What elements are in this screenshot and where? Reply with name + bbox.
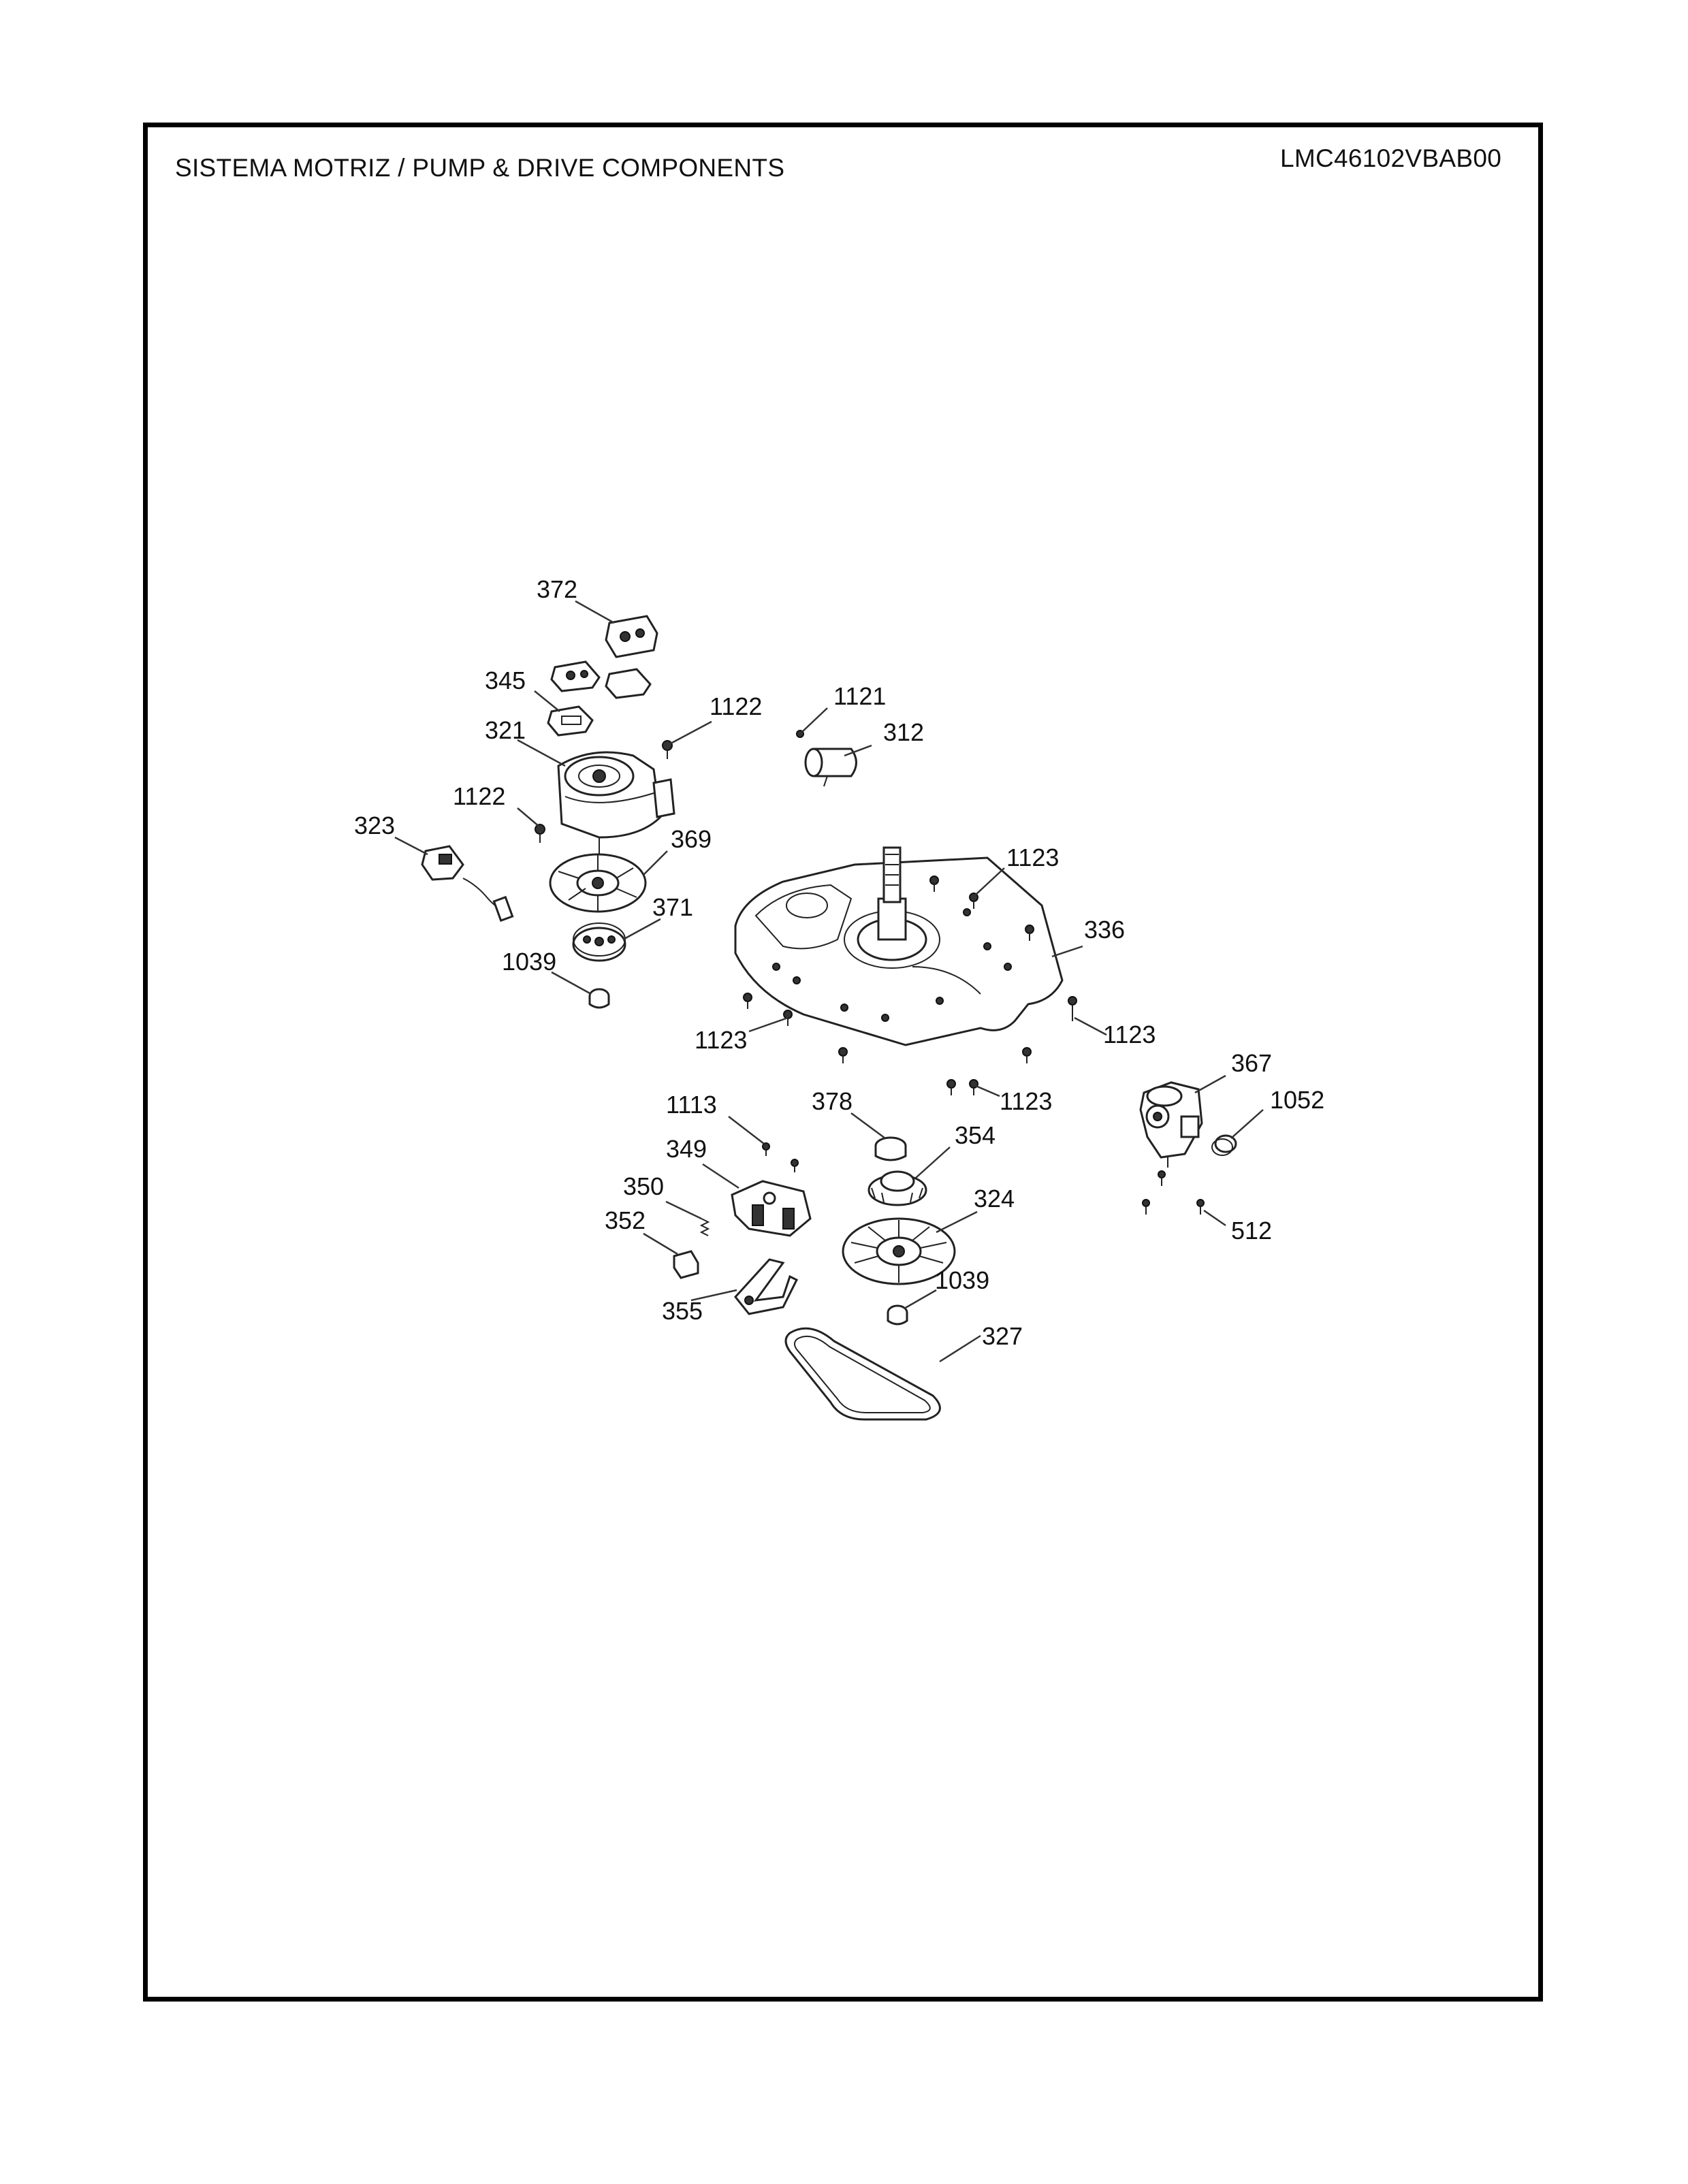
part-355-lever bbox=[734, 1258, 799, 1315]
callout-378: 378 bbox=[812, 1087, 853, 1115]
callout-367: 367 bbox=[1231, 1049, 1272, 1077]
callout-512: 512 bbox=[1231, 1217, 1272, 1244]
callout-1122-upper: 1122 bbox=[710, 692, 762, 720]
part-1052-clamp bbox=[1211, 1134, 1237, 1156]
callout-1039-lower: 1039 bbox=[935, 1266, 989, 1294]
part-354-coupling bbox=[867, 1170, 927, 1206]
part-367-pump bbox=[1139, 1081, 1203, 1168]
part-372-cover bbox=[605, 615, 658, 658]
callout-1122-lower: 1122 bbox=[453, 782, 505, 810]
part-345-bracket-left bbox=[550, 660, 601, 692]
callout-1039-upper: 1039 bbox=[502, 948, 556, 976]
part-327-belt bbox=[784, 1327, 941, 1421]
callout-1123-bottom: 1123 bbox=[1000, 1087, 1052, 1115]
callout-336: 336 bbox=[1084, 916, 1125, 944]
callout-354: 354 bbox=[955, 1121, 996, 1149]
callout-1123-top: 1123 bbox=[1006, 844, 1059, 871]
part-512-screws bbox=[1142, 1170, 1205, 1215]
page-title: SISTEMA MOTRIZ / PUMP & DRIVE COMPONENTS bbox=[175, 154, 785, 182]
callout-1123-right: 1123 bbox=[1103, 1021, 1156, 1048]
callout-345: 345 bbox=[485, 667, 526, 694]
part-1123-screws bbox=[743, 876, 1077, 1095]
callout-323: 323 bbox=[354, 812, 395, 839]
part-352-block bbox=[673, 1250, 699, 1279]
callout-369: 369 bbox=[671, 825, 712, 853]
callout-labels: 372 345 321 1122 1122 1121 312 323 369 3… bbox=[354, 575, 1324, 1350]
part-345-bracket-right bbox=[605, 668, 652, 699]
part-369-fan bbox=[549, 853, 647, 913]
leader-lines bbox=[394, 600, 1264, 1363]
diagram-border bbox=[143, 123, 1543, 2002]
callout-312: 312 bbox=[883, 718, 924, 746]
part-321-motor bbox=[557, 751, 675, 854]
callout-355: 355 bbox=[662, 1297, 703, 1325]
callout-1113: 1113 bbox=[666, 1091, 717, 1119]
callout-324: 324 bbox=[974, 1185, 1015, 1213]
callout-350: 350 bbox=[623, 1172, 664, 1200]
model-number: LMC46102VBAB00 bbox=[1280, 144, 1502, 172]
callout-371: 371 bbox=[652, 893, 693, 921]
callout-349: 349 bbox=[666, 1135, 707, 1163]
part-1039-nut-lower bbox=[887, 1304, 908, 1326]
callout-321: 321 bbox=[485, 716, 526, 744]
callout-372: 372 bbox=[537, 575, 577, 603]
callout-327: 327 bbox=[982, 1322, 1023, 1350]
part-1122-screw-upper bbox=[662, 740, 673, 759]
callout-1052: 1052 bbox=[1270, 1086, 1324, 1114]
callout-1123-left: 1123 bbox=[695, 1026, 747, 1054]
part-378-bushing bbox=[874, 1136, 907, 1161]
part-371-pulley bbox=[572, 922, 626, 962]
part-1122-screw-lower bbox=[535, 824, 545, 843]
part-349-actuator bbox=[731, 1180, 812, 1237]
part-350-spring bbox=[699, 1218, 710, 1236]
part-1121-screw bbox=[796, 730, 804, 738]
callout-1121: 1121 bbox=[833, 682, 886, 710]
callout-352: 352 bbox=[605, 1206, 646, 1234]
part-324-pulley bbox=[842, 1217, 956, 1285]
part-1039-nut-upper bbox=[588, 988, 610, 1009]
part-1113-screws bbox=[762, 1142, 799, 1172]
part-323-harness bbox=[421, 845, 514, 922]
part-345-plate bbox=[547, 705, 594, 737]
part-336-base-plate bbox=[734, 846, 1064, 1046]
